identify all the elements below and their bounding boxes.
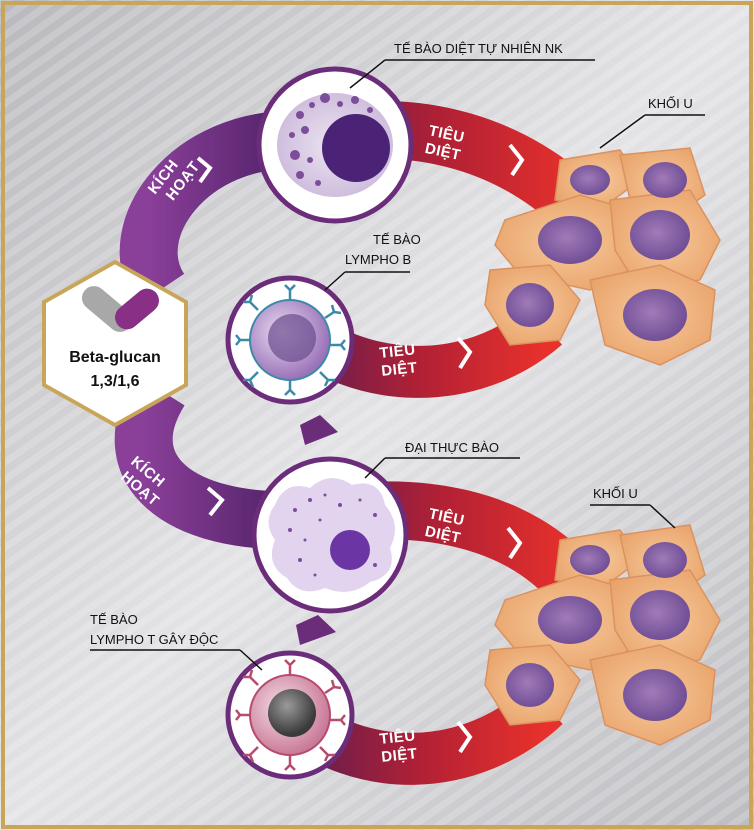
tumor-top <box>484 147 721 366</box>
label-t-cell-1: TẾ BÀO <box>90 612 138 627</box>
connector-chevron-2 <box>296 615 336 645</box>
kill-chevron-4 <box>456 720 473 754</box>
label-tumor-bottom: KHỐI U <box>593 486 638 501</box>
kill-chevron-3 <box>506 526 523 560</box>
kill-text-4: TIÊU DIỆT <box>379 726 419 766</box>
svg-text:DIỆT: DIỆT <box>380 358 418 380</box>
label-b-cell-2: LYMPHO B <box>345 252 411 267</box>
svg-text:DIỆT: DIỆT <box>380 744 418 766</box>
kill-text-3: TIÊU DIỆT <box>423 504 466 547</box>
svg-text:TIÊU: TIÊU <box>379 340 417 362</box>
kill-text-1: TIÊU DIỆT <box>423 121 466 164</box>
lympho-t-cell <box>225 650 355 780</box>
label-t-cell-2: LYMPHO T GÂY ĐỘC <box>90 632 218 647</box>
connector-chevron-1 <box>300 415 338 445</box>
macrophage-cell <box>251 456 409 614</box>
label-b-cell-1: TẾ BÀO <box>373 232 421 247</box>
svg-text:TIÊU: TIÊU <box>379 726 417 748</box>
beta-glucan-hexagon: Beta-glucan 1,3/1,6 <box>42 259 188 428</box>
callout-lines <box>90 59 705 671</box>
kill-chevron-1 <box>508 143 525 177</box>
nk-cell <box>256 66 414 224</box>
capsule-icon <box>81 286 159 332</box>
label-nk-cell: TẾ BÀO DIỆT TỰ NHIÊN NK <box>394 41 563 56</box>
kill-chevron-2 <box>456 336 473 370</box>
lympho-b-cell <box>225 275 355 405</box>
activate-chevron-bottom <box>206 486 225 517</box>
label-macrophage: ĐẠI THỰC BÀO <box>405 440 499 455</box>
beta-glucan-name: Beta-glucan <box>69 349 161 366</box>
kill-text-2: TIÊU DIỆT <box>379 340 419 380</box>
label-tumor-top: KHỐI U <box>648 96 693 111</box>
tumor-bottom <box>484 524 721 746</box>
activate-chevron-top <box>196 156 213 184</box>
beta-glucan-formula: 1,3/1,6 <box>91 373 140 390</box>
